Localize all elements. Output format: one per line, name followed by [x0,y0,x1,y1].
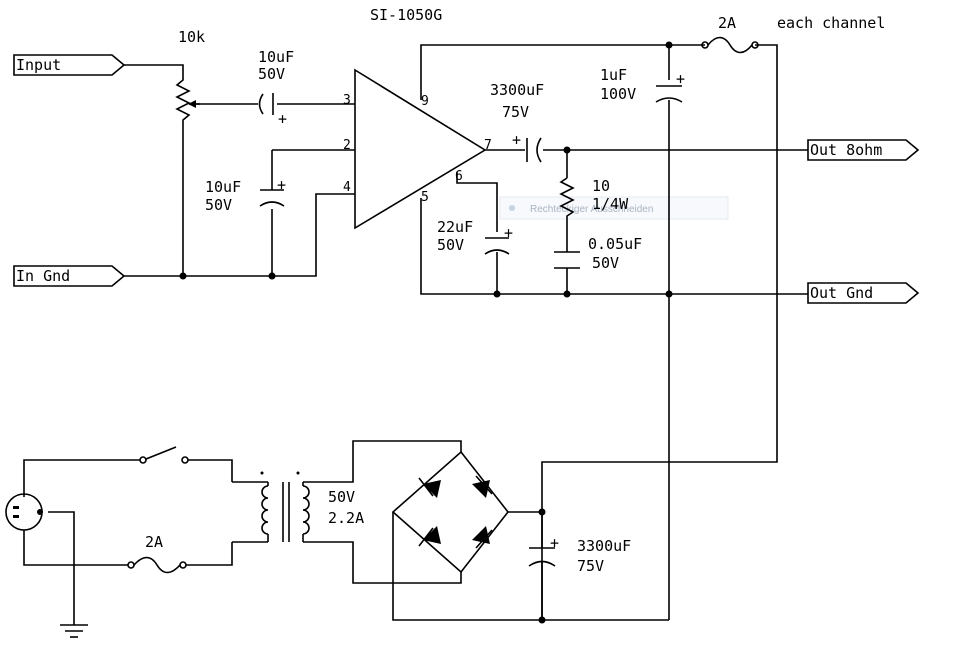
zobel-capacitor [554,251,580,269]
out-gnd-connector: Out Gnd [807,282,920,304]
power-switch[interactable] [139,446,189,464]
pin-4: 4 [343,180,351,195]
overlay-tooltip-text: Rechteckiger Ausschneiden [530,204,653,215]
c-supply-value: 1uF [600,66,627,84]
diode-icon [472,526,493,549]
transformer-voltage: 50V [328,488,355,506]
pin-6: 6 [455,169,463,184]
pot-value: 10k [178,28,205,46]
c-supply-voltage: 100V [600,85,636,103]
pin-9: 9 [421,94,429,109]
ic-title: SI-1050G [370,6,442,24]
diode-icon [472,475,493,498]
input-connector: Input [13,54,126,76]
mains-plug-icon [5,493,43,531]
svg-text:+: + [504,224,513,242]
diode-icon [418,526,441,547]
svg-text:+: + [512,131,521,149]
potentiometer-10k [175,70,200,130]
mains-wiring [23,459,233,625]
c-boot-voltage: 50V [437,236,464,254]
out-gnd-label: Out Gnd [810,284,873,302]
svg-text:+: + [278,110,287,128]
r-zobel-power: 1/4W [592,195,629,213]
each-channel-note: each channel [777,14,885,32]
transformer [232,471,310,543]
pin-2: 2 [343,138,351,153]
filter-capacitor: + [528,512,559,620]
c-in-value: 10uF [258,48,294,66]
out-8ohm-connector: Out 8ohm [807,139,920,161]
supply-capacitor: + [655,70,685,103]
pin-5: 5 [421,190,429,205]
svg-text:+: + [277,176,286,194]
transformer-current: 2.2A [328,509,364,527]
svg-text:+: + [676,70,685,88]
c-zobel-value: 0.05uF [588,235,642,253]
output-capacitor: + [512,131,542,163]
fuse-mains [127,556,187,574]
zobel-resistor [559,177,575,220]
in-gnd-connector: In Gnd [13,265,126,287]
junction-dots [179,41,673,624]
amplifier-ic [354,68,487,230]
ground-icon [60,624,88,638]
c-filter-value: 3300uF [577,537,631,555]
out-8ohm-label: Out 8ohm [810,141,882,159]
fuse-top-rating: 2A [718,14,736,32]
c-zobel-voltage: 50V [592,254,619,272]
overlay-tooltip: Rechteckiger Ausschneiden [499,196,729,220]
fuse-mains-rating: 2A [145,533,163,551]
input-capacitor: + [258,93,287,128]
feedback-capacitor: + [259,176,286,207]
c-boot-value: 22uF [437,218,473,236]
bridge-rectifier [391,450,510,574]
c-filter-voltage: 75V [577,557,604,575]
secondary-wiring [303,440,669,621]
c-fb-value: 10uF [205,178,241,196]
diode-icon [418,477,441,498]
fuse-top [701,36,759,54]
c-fb-voltage: 50V [205,196,232,214]
svg-text:+: + [550,534,559,552]
input-wiring [124,64,355,277]
input-label: Input [16,56,61,74]
r-zobel-value: 10 [592,177,610,195]
pin-7: 7 [484,138,492,153]
pin-3: 3 [343,93,351,108]
c-out-voltage: 75V [502,103,529,121]
in-gnd-label: In Gnd [16,267,70,285]
c-out-value: 3300uF [490,81,544,99]
bootstrap-capacitor: + [484,224,513,255]
c-in-voltage: 50V [258,65,285,83]
